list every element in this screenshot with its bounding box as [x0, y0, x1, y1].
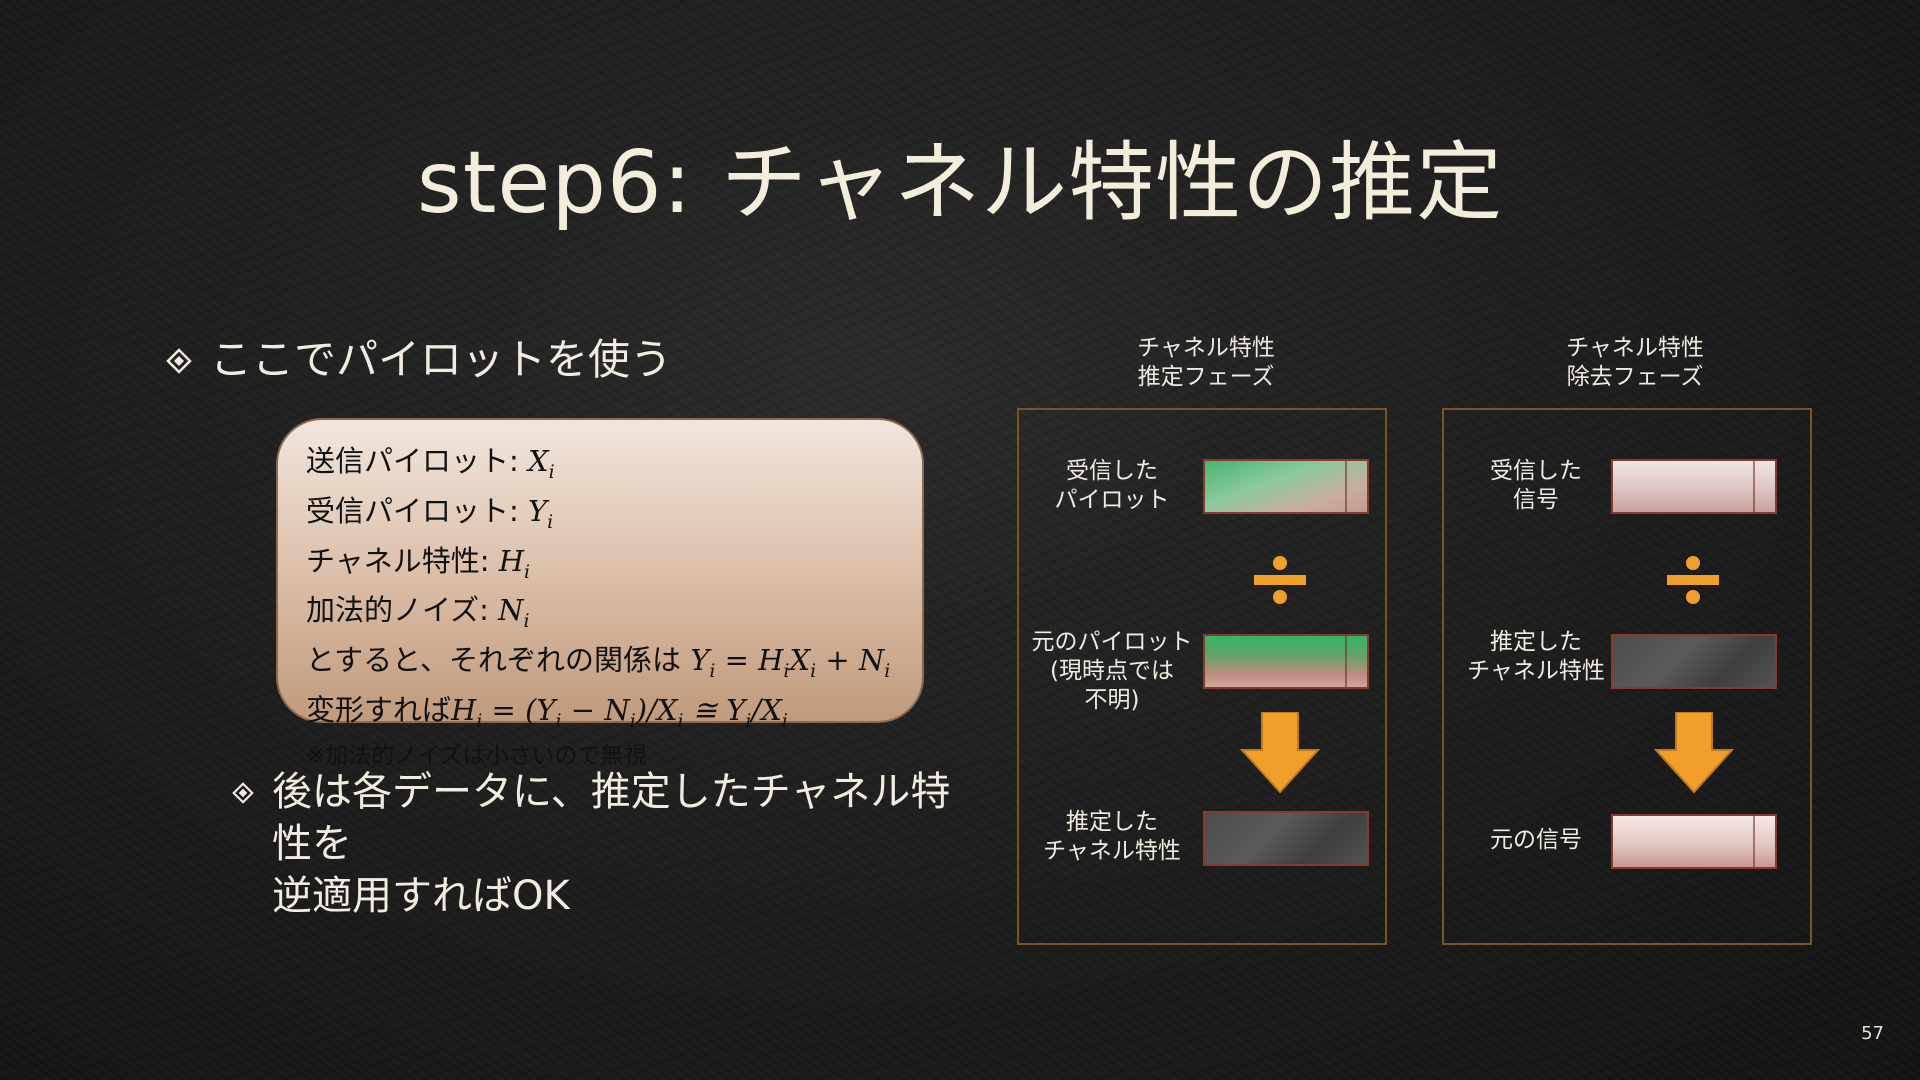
transform-line: 変形すればHi = (Yi − Ni)/Xi ≅ Yi/Xi: [306, 692, 788, 732]
bullet-text: ここでパイロットを使う: [210, 335, 673, 384]
received-signal-label: 受信した 信号: [1490, 458, 1582, 513]
math-h: Hi: [498, 543, 531, 583]
original-pilot-label: 元のパイロット (現時点では 不明): [1031, 629, 1193, 713]
math-n: Ni: [498, 593, 530, 633]
definition-rx-pilot: 受信パイロット: Yi: [306, 493, 554, 533]
estimated-channel-bar: [1203, 811, 1369, 866]
math-y: Yi: [528, 493, 554, 533]
original-signal-label: 元の信号: [1490, 827, 1582, 853]
noise-note: ※加法的ノイズは小さいので無視: [306, 742, 647, 769]
definition-noise: 加法的ノイズ: Ni: [306, 593, 530, 633]
down-arrow-icon: [1240, 712, 1320, 794]
bullet-use-pilot: ここでパイロットを使う: [166, 332, 672, 388]
slide-title: step6: チャネル特性の推定: [416, 133, 1504, 233]
received-pilot-bar: [1203, 459, 1369, 514]
estimated-channel-label: 推定した チャネル特性: [1467, 629, 1605, 684]
received-pilot-label: 受信した パイロット: [1054, 458, 1170, 513]
divide-icon: [1254, 556, 1306, 604]
definition-tx-pilot: 送信パイロット: Xi: [306, 444, 555, 483]
removal-phase-title: チャネル特性 除去フェーズ: [1566, 335, 1704, 390]
received-signal-bar: [1611, 459, 1777, 514]
removal-phase-panel: 受信した 信号 推定した チャネル特性 元の信号: [1442, 408, 1812, 945]
original-signal-bar: [1611, 814, 1777, 869]
page-number: 57: [1861, 1023, 1884, 1044]
definition-channel: チャネル特性: Hi: [306, 543, 531, 583]
estimation-phase-title: チャネル特性 推定フェーズ: [1137, 335, 1275, 390]
definition-box: 送信パイロット: Xi 受信パイロット: Yi チャネル特性: Hi 加法的ノイ…: [276, 418, 924, 769]
down-arrow-icon: [1654, 712, 1734, 794]
relation-line: とすると、それぞれの関係は Yi = HiXi + Ni: [306, 643, 891, 682]
divide-icon: [1667, 556, 1719, 604]
estimated-channel-bar: [1611, 634, 1777, 689]
bullet-text: 後は各データに、推定したチャネル特性を 逆適用すればOK: [272, 769, 951, 919]
transform-equation: Hi = (Yi − Ni)/Xi ≅ Yi/Xi: [451, 692, 788, 732]
estimation-phase-panel: 受信した パイロット 元のパイロット (現時点では 不明) 推定した チャネル特…: [1017, 408, 1387, 945]
bullet-apply-inverse: 後は各データに、推定したチャネル特性を 逆適用すればOK: [232, 766, 972, 922]
estimated-channel-label: 推定した チャネル特性: [1043, 809, 1181, 864]
diamond-bullet-icon: [166, 348, 192, 374]
original-pilot-bar: [1203, 634, 1369, 689]
relation-equation: Yi = HiXi + Ni: [690, 643, 891, 682]
diamond-bullet-icon: [232, 782, 254, 804]
math-x: Xi: [528, 444, 555, 483]
